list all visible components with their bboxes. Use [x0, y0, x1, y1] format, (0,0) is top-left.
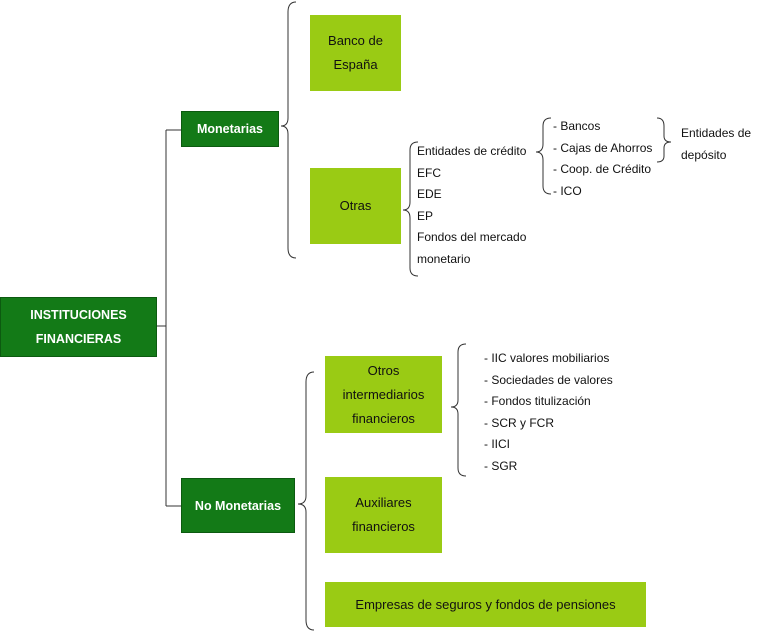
otros-intermediarios-box: Otros intermediarios financieros	[325, 356, 442, 433]
otras-label: Otras	[339, 198, 372, 213]
auxiliares-line-1: Auxiliares	[355, 495, 412, 510]
otras-brace	[402, 141, 419, 277]
root-line-1: INSTITUCIONES	[30, 308, 127, 322]
deposito-line-1: Entidades de	[681, 126, 752, 140]
banco-de-espana-box: Banco de España	[310, 15, 401, 91]
deposito-brace	[656, 117, 672, 163]
root-box: INSTITUCIONES FINANCIERAS	[0, 297, 157, 357]
otros-item: - SGR	[484, 458, 518, 473]
credito-item: - Cajas de Ahorros	[553, 140, 653, 155]
otros-item: - IIC valores mobiliarios	[484, 351, 610, 365]
root-line-2: FINANCIERAS	[35, 332, 122, 346]
otros-line-2: intermediarios	[342, 386, 425, 402]
entidades-deposito-label: Entidades de depósito	[681, 122, 751, 166]
otros-intermediarios-list: - IIC valores mobiliarios - Sociedades d…	[484, 348, 613, 478]
otras-item: Entidades de crédito	[417, 144, 527, 158]
banco-line-1: Banco de	[328, 33, 383, 48]
credito-item: - Coop. de Crédito	[553, 162, 652, 176]
otros-line-1: Otros	[367, 362, 400, 378]
empresas-seguros-box: Empresas de seguros y fondos de pensione…	[325, 582, 646, 627]
otras-item: Fondos del mercado	[417, 230, 527, 245]
otros-item: - Fondos titulización	[484, 394, 591, 409]
monetarias-brace	[280, 1, 297, 259]
otras-item: EFC	[417, 165, 441, 180]
otras-item: EDE	[417, 187, 442, 202]
otros-line-3: financieros	[352, 410, 415, 426]
empresas-label: Empresas de seguros y fondos de pensione…	[355, 596, 616, 612]
deposito-line-2: depósito	[681, 148, 727, 162]
no-monetarias-brace	[297, 371, 315, 631]
credito-brace	[535, 117, 552, 195]
otros-item: - Sociedades de valores	[484, 372, 613, 387]
otras-box: Otras	[310, 168, 401, 244]
monetarias-box: Monetarias	[181, 111, 279, 147]
monetarias-label: Monetarias	[197, 122, 263, 136]
otros-item: - IICI	[484, 437, 510, 452]
otras-list: Entidades de crédito EFC EDE EP Fondos d…	[417, 141, 526, 271]
credito-item: - ICO	[553, 183, 582, 198]
otros-item: - SCR y FCR	[484, 415, 554, 430]
credito-item: - Bancos	[553, 119, 601, 133]
otros-intermediarios-brace	[450, 343, 467, 477]
auxiliares-line-2: financieros	[352, 519, 415, 534]
banco-line-2: España	[333, 57, 378, 72]
otras-item: monetario	[417, 251, 471, 266]
no-monetarias-box: No Monetarias	[181, 478, 295, 533]
otras-item: EP	[417, 208, 434, 223]
auxiliares-financieros-box: Auxiliares financieros	[325, 477, 442, 553]
root-connector	[157, 129, 181, 507]
credito-list: - Bancos - Cajas de Ahorros - Coop. de C…	[553, 116, 652, 202]
no-monetarias-label: No Monetarias	[194, 498, 282, 513]
